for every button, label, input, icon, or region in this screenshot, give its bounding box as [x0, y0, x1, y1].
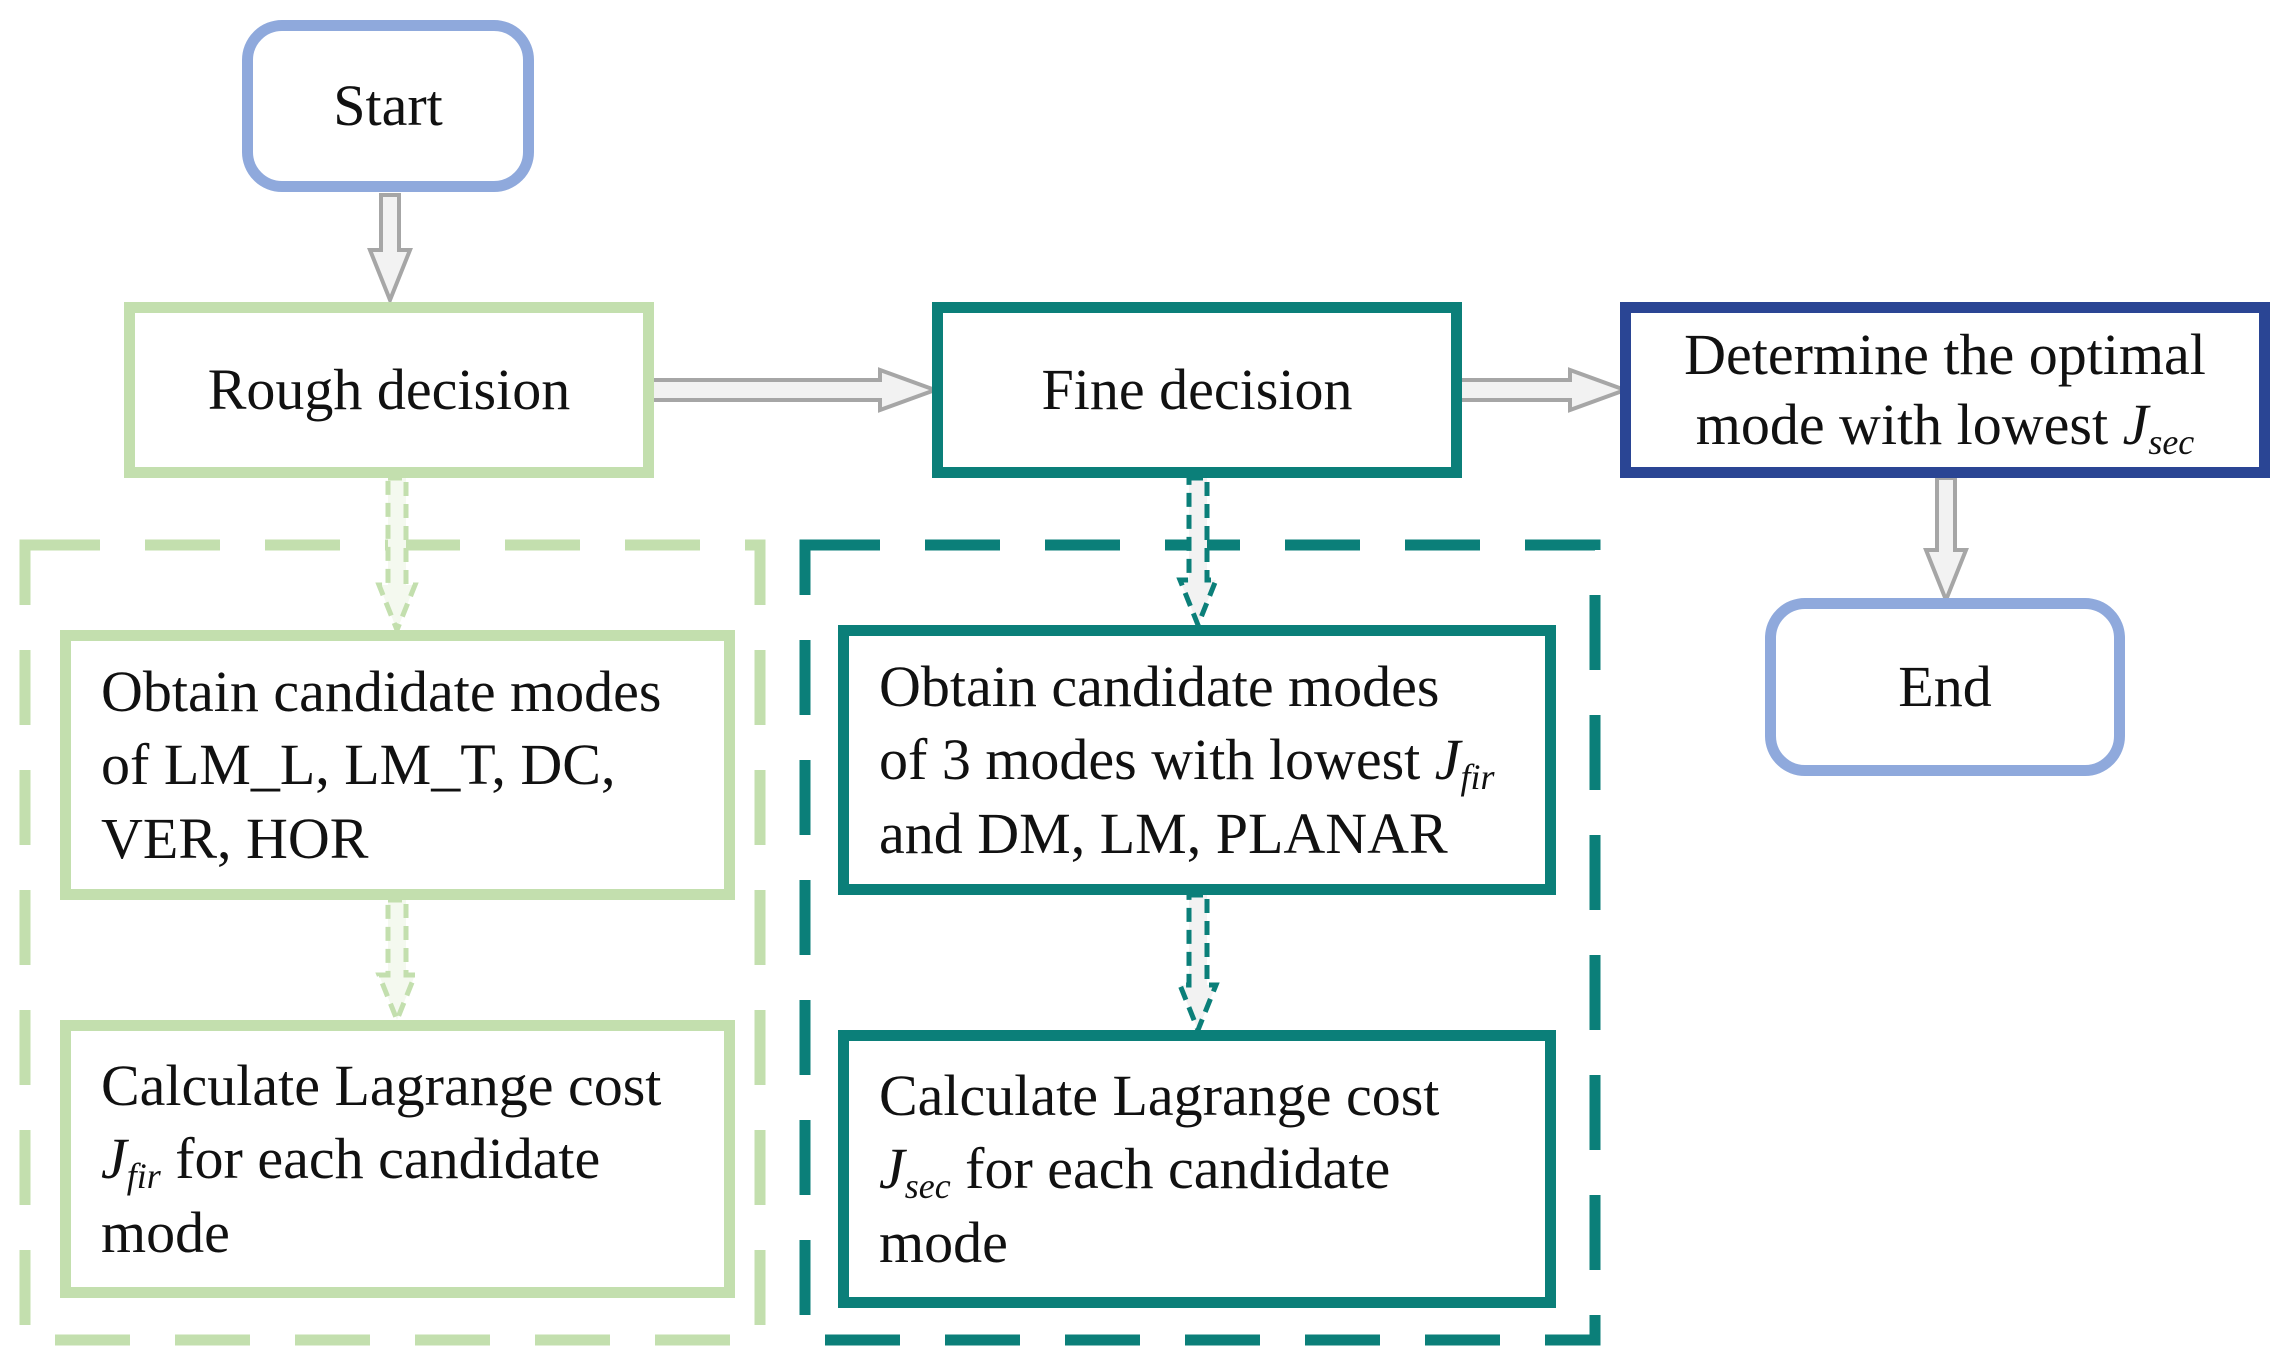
fine-obtain-line3: and DM, LM, PLANAR — [879, 800, 1448, 866]
end-label: End — [1898, 654, 1992, 720]
rough-calculate-cost-node: Calculate Lagrange cost Jfir for each ca… — [60, 1020, 735, 1298]
rough-calc-j-subscript: fir — [126, 1156, 161, 1197]
fine-decision-node: Fine decision — [932, 302, 1462, 478]
arrow-start-to-rough — [367, 193, 413, 306]
start-label: Start — [333, 73, 443, 139]
determine-line2: mode with lowest Jsec — [1684, 390, 2206, 463]
rough-obtain-line2: of LM_L, LM_T, DC, — [101, 732, 616, 798]
start-node: Start — [242, 20, 534, 192]
fine-obtain-line2-text: of 3 modes with lowest — [879, 727, 1435, 793]
fine-calc-line2: Jsec for each candidate — [879, 1132, 1439, 1206]
rough-calc-line3: mode — [101, 1199, 230, 1265]
fine-calc-j-subscript: sec — [904, 1166, 951, 1207]
determine-line2-text: mode with lowest — [1695, 392, 2123, 457]
determine-j-subscript: sec — [2148, 422, 2195, 463]
arrow-rough-obtain-to-calc — [375, 897, 419, 1027]
rough-calc-line2: Jfir for each candidate — [101, 1122, 661, 1196]
rough-calc-j-symbol: J — [101, 1126, 127, 1192]
determine-optimal-node: Determine the optimal mode with lowest J… — [1620, 302, 2270, 478]
fine-calc-line3: mode — [879, 1209, 1008, 1275]
fine-obtain-j-symbol: J — [1434, 727, 1461, 793]
arrow-fine-to-determine — [1458, 367, 1631, 413]
rough-obtain-line3: VER, HOR — [101, 805, 369, 871]
arrow-rough-to-fine — [648, 367, 941, 413]
determine-j-symbol: J — [2122, 392, 2149, 457]
arrow-fine-to-obtain — [1176, 475, 1220, 632]
fine-calc-line1: Calculate Lagrange cost — [879, 1062, 1440, 1128]
rough-decision-label: Rough decision — [207, 357, 571, 423]
fine-calc-line2-text: for each candidate — [950, 1136, 1391, 1202]
fine-obtain-line2: of 3 modes with lowest Jfir — [879, 723, 1495, 797]
rough-obtain-line1: Obtain candidate modes — [101, 658, 662, 724]
determine-line1: Determine the optimal — [1684, 322, 2206, 388]
fine-decision-label: Fine decision — [1041, 357, 1353, 423]
fine-obtain-line1: Obtain candidate modes — [879, 653, 1440, 719]
fine-obtain-candidates-node: Obtain candidate modes of 3 modes with l… — [838, 625, 1556, 895]
arrow-rough-to-obtain — [375, 475, 419, 637]
end-node: End — [1765, 598, 2125, 776]
arrow-fine-obtain-to-calc — [1176, 892, 1220, 1037]
rough-calc-line2-text: for each candidate — [160, 1126, 601, 1192]
arrow-determine-to-end — [1923, 476, 1969, 606]
rough-calc-line1: Calculate Lagrange cost — [101, 1052, 662, 1118]
rough-decision-node: Rough decision — [124, 302, 654, 478]
rough-obtain-candidates-node: Obtain candidate modes of LM_L, LM_T, DC… — [60, 630, 735, 900]
fine-calc-j-symbol: J — [879, 1136, 905, 1202]
fine-obtain-j-subscript: fir — [1460, 757, 1495, 798]
fine-calculate-cost-node: Calculate Lagrange cost Jsec for each ca… — [838, 1030, 1556, 1308]
